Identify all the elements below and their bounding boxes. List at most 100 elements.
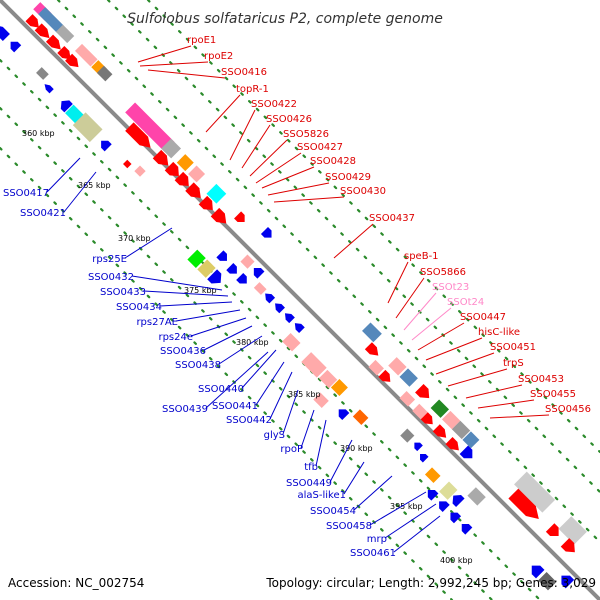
gene-label: rps25E [92, 254, 127, 265]
gene-box [399, 368, 418, 387]
gene-arrow [198, 195, 213, 211]
gene-label: SSO5826 [283, 129, 329, 140]
gene-box [253, 282, 267, 295]
gene-arrow [561, 575, 575, 589]
gene-box [514, 471, 556, 513]
gene-label: SSO5866 [420, 267, 466, 278]
gene-label: alaS-like1 [298, 490, 347, 501]
gene-box [467, 487, 486, 506]
gene-label: SSO0441 [212, 401, 258, 412]
tick-label: 390 kbp [340, 444, 373, 453]
gene-box [388, 357, 407, 376]
leader-line [447, 368, 508, 387]
gene-label: SSO0436 [160, 346, 206, 357]
gene-arrow [45, 34, 61, 50]
leader-line [190, 317, 247, 337]
gene-label: SSO0422 [251, 99, 297, 110]
leader-line [425, 337, 483, 361]
gene-arrow [60, 100, 73, 113]
gene-label: SSO0432 [88, 272, 134, 283]
leader-line [343, 461, 365, 495]
gene-arrow [10, 41, 22, 53]
gene-arrow [234, 211, 245, 223]
gene-label: glyS [264, 430, 285, 441]
gene-box [362, 322, 382, 343]
gene-box [55, 24, 75, 44]
leader-line [369, 491, 427, 526]
gene-box [462, 431, 480, 449]
gene-label: SSO0440 [198, 384, 244, 395]
leader-line [175, 309, 241, 322]
gene-label: rps27AE [136, 317, 178, 328]
gene-arrow [152, 149, 169, 166]
gene-box [368, 359, 384, 376]
gene-arrow [34, 23, 50, 39]
leader-line [435, 352, 495, 375]
gene-label: mrp [367, 534, 387, 545]
gene-arrow [101, 140, 112, 152]
gene-box [38, 7, 64, 33]
gene-arrow [364, 342, 379, 356]
gene-arrow [452, 494, 465, 507]
gene-label: SSO0428 [310, 156, 356, 167]
leader-line [282, 389, 299, 435]
leader-line [329, 439, 353, 483]
gene-arrow [125, 122, 151, 148]
guide-dot-line [0, 58, 542, 600]
gene-label: SSO0417 [3, 188, 49, 199]
gene-arrow [57, 45, 71, 60]
leader-line [147, 69, 226, 79]
leader-line [353, 475, 393, 511]
gene-arrow [0, 24, 10, 42]
gene-label: SSO0461 [350, 548, 396, 559]
gene-arrow [25, 14, 39, 28]
gene-arrow [450, 512, 462, 524]
gene-label: SSO0426 [266, 114, 312, 125]
tick-label: 375 kbp [184, 286, 217, 295]
gene-label: SSO0427 [297, 142, 343, 153]
gene-box [188, 165, 206, 183]
gene-arrow [531, 565, 545, 579]
gene-box [451, 420, 471, 440]
gene-label: SSO0429 [325, 172, 371, 183]
guide-dot-line [56, 0, 600, 544]
gene-box [176, 154, 194, 172]
tick-label: 370 kbp [118, 234, 151, 243]
gene-label: SSO0430 [340, 186, 386, 197]
gene-arrow [253, 267, 265, 279]
leader-line [477, 399, 535, 409]
gene-box [301, 352, 327, 378]
gene-label: SSOt23 [432, 282, 469, 293]
gene-box [538, 572, 557, 591]
gene-box [399, 391, 416, 407]
tick-label: 400 kbp [440, 556, 473, 565]
leader-line [241, 124, 271, 169]
gene-box [197, 259, 216, 278]
gene-arrow [461, 523, 473, 535]
gene-arrow [432, 424, 447, 438]
gene-arrow [420, 453, 429, 463]
gene-box [313, 392, 329, 409]
leader-line [255, 152, 302, 184]
gene-label: SSO0416 [221, 67, 267, 78]
gene-arrow [207, 269, 222, 284]
gene-arrow [338, 409, 350, 421]
gene-arrow [284, 313, 295, 324]
leader-line [273, 196, 345, 203]
leader-line [143, 290, 229, 297]
gene-label: SSO0433 [100, 287, 146, 298]
gene-box [318, 369, 338, 389]
leader-line [395, 277, 425, 319]
gene-box [36, 67, 49, 80]
gene-arrow [260, 226, 272, 238]
leader-line [249, 139, 288, 177]
gene-arrow [427, 490, 439, 501]
tick-label: 395 kbp [390, 502, 423, 511]
gene-box [123, 159, 132, 169]
gene-arrow [560, 538, 575, 553]
gene-label: SSO0438 [175, 360, 221, 371]
gene-label: SSO0458 [326, 521, 372, 532]
gene-label: SSO0434 [116, 302, 162, 313]
gene-box [352, 409, 369, 425]
